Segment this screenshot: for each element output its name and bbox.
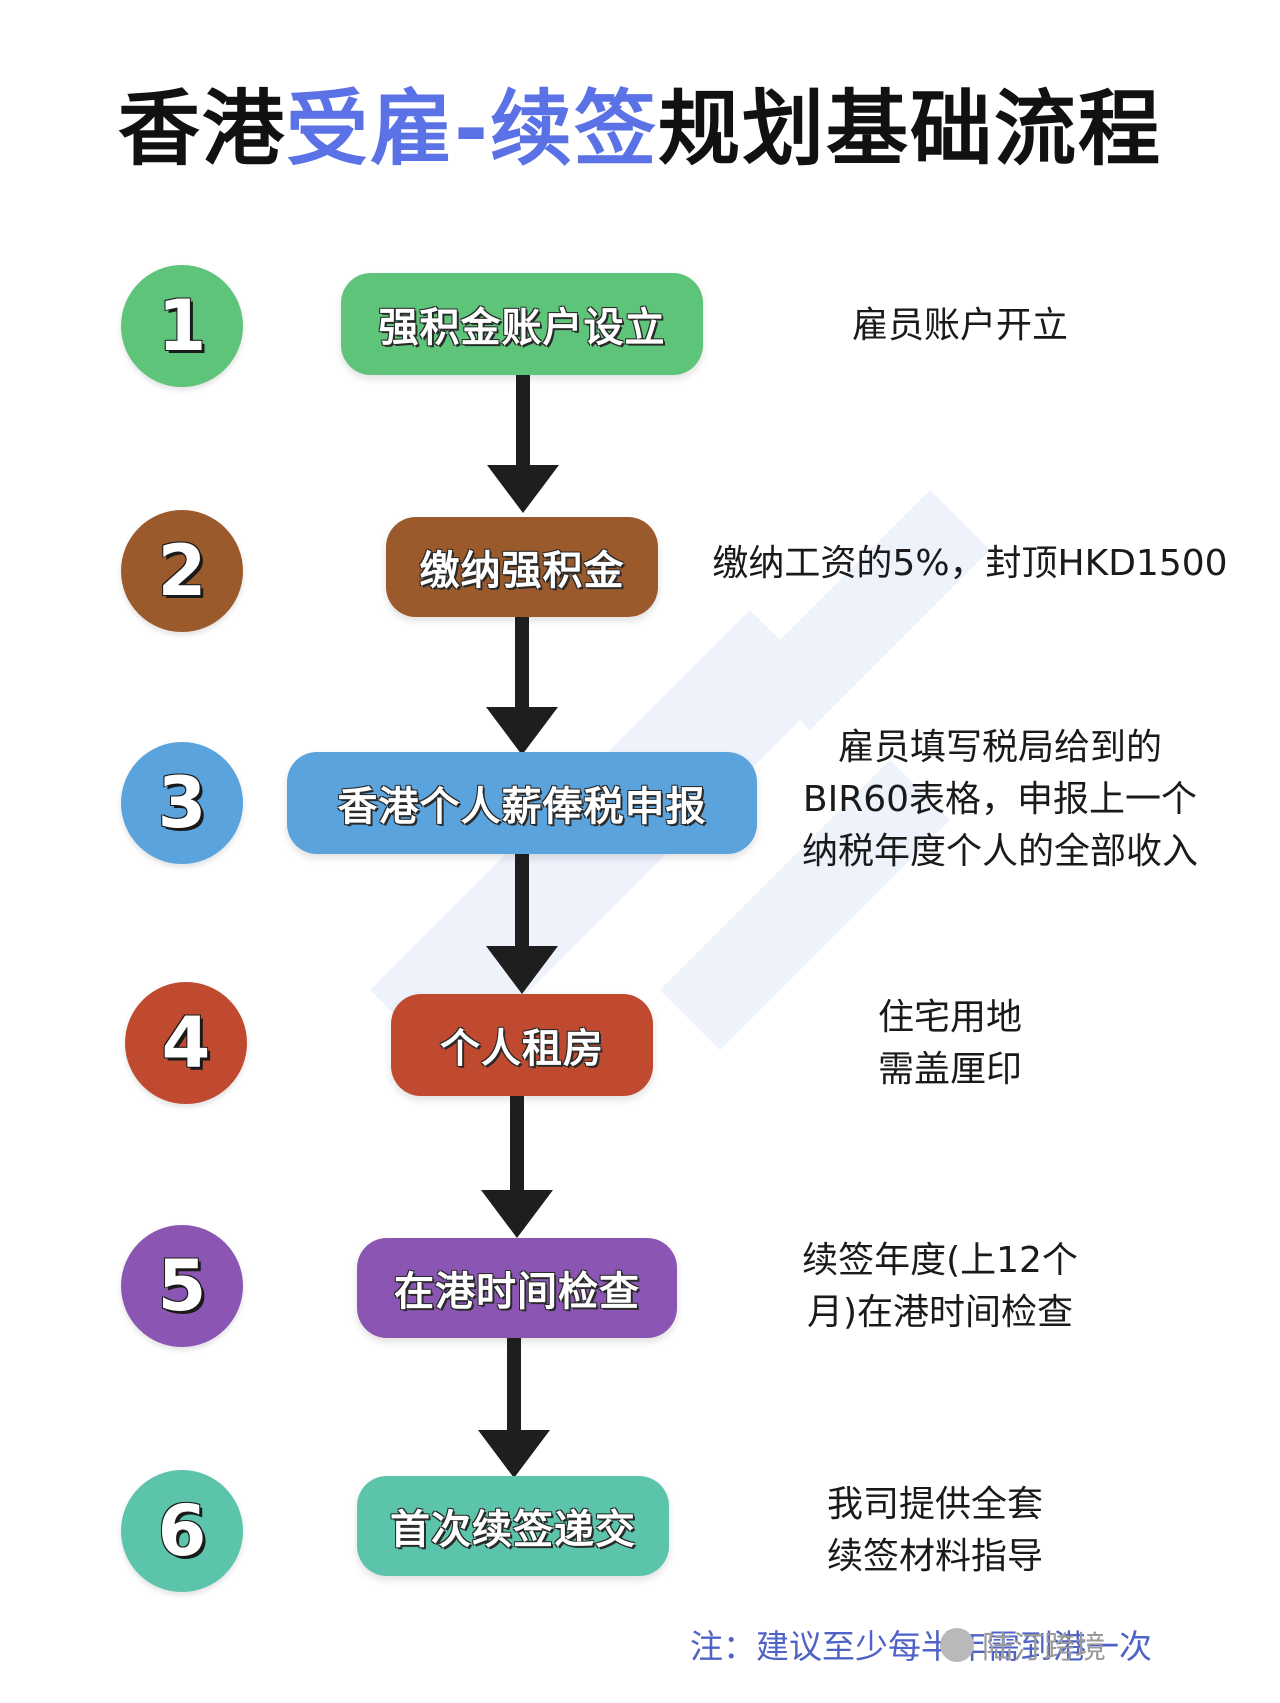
step-2-description: 缴纳工资的5%，封顶HKD1500 <box>680 538 1260 590</box>
step-5-desc-line: 续签年度(上12个 <box>802 1240 1078 1281</box>
footer-note: 注：建议至少每半年需到港一次 <box>690 1627 1152 1666</box>
step-4-desc-line: 需盖厘印 <box>877 1049 1022 1090</box>
arrow-down-icon <box>478 1338 550 1478</box>
step-6-desc-line: 续签材料指导 <box>826 1536 1043 1577</box>
title-highlight: 受雇-续签 <box>285 82 659 177</box>
arrow-down-icon <box>481 1096 553 1238</box>
step-3-description: 雇员填写税局给到的 BIR60表格，申报上一个 纳税年度个人的全部收入 <box>760 722 1240 878</box>
arrow-down-icon <box>486 617 558 755</box>
step-3-number-badge: 3 <box>121 742 243 864</box>
brand-name: 陆汀跨境 <box>982 1630 1106 1666</box>
step-1-desc-line: 雇员账户开立 <box>851 305 1068 346</box>
step-6-number-badge: 6 <box>121 1470 243 1592</box>
step-6-desc-line: 我司提供全套 <box>826 1484 1043 1525</box>
step-1-description: 雇员账户开立 <box>790 300 1130 352</box>
step-3-desc-line: BIR60表格，申报上一个 <box>802 779 1198 820</box>
step-5-desc-line: 月)在港时间检查 <box>806 1292 1074 1333</box>
step-4-desc-line: 住宅用地 <box>877 997 1022 1038</box>
step-5-box: 在港时间检查 <box>357 1238 677 1338</box>
step-4-box: 个人租房 <box>391 994 653 1096</box>
step-4-number-badge: 4 <box>125 982 247 1104</box>
step-2-box: 缴纳强积金 <box>386 517 658 617</box>
step-6-box: 首次续签递交 <box>357 1476 669 1576</box>
step-4-description: 住宅用地 需盖厘印 <box>820 992 1080 1096</box>
step-5-description: 续签年度(上12个 月)在港时间检查 <box>770 1235 1110 1339</box>
step-3-desc-line: 雇员填写税局给到的 <box>837 727 1162 768</box>
step-2-number-badge: 2 <box>121 510 243 632</box>
step-1-number-badge: 1 <box>121 265 243 387</box>
brand-logo-icon <box>940 1627 974 1662</box>
step-3-desc-line: 纳税年度个人的全部收入 <box>801 831 1198 872</box>
brand-watermark: 陆汀跨境 <box>940 1622 1106 1667</box>
step-5-number-badge: 5 <box>121 1225 243 1347</box>
arrow-down-icon <box>487 375 559 513</box>
arrow-down-icon <box>486 854 558 994</box>
step-2-desc-line: 缴纳工资的5%，封顶HKD1500 <box>712 543 1228 584</box>
step-6-description: 我司提供全套 续签材料指导 <box>800 1479 1070 1583</box>
title-part2: 规划基础流程 <box>658 82 1163 177</box>
page-title: 香港受雇-续签规划基础流程 <box>0 62 1280 181</box>
step-3-box: 香港个人薪俸税申报 <box>287 752 757 854</box>
title-part1: 香港 <box>117 82 286 177</box>
step-1-box: 强积金账户设立 <box>341 273 703 375</box>
